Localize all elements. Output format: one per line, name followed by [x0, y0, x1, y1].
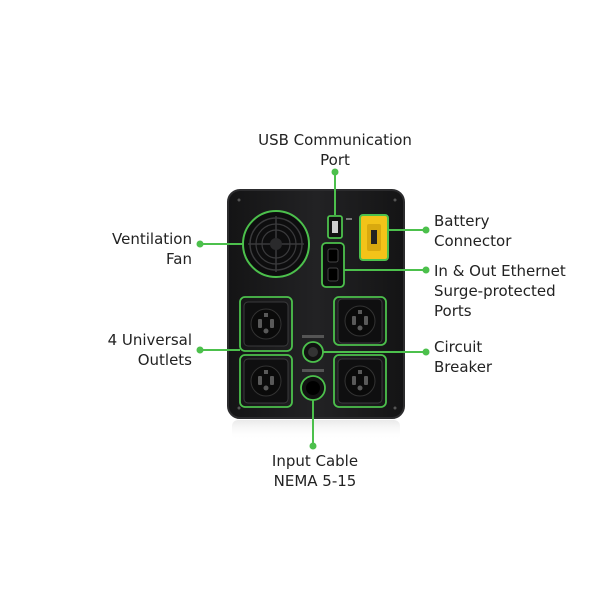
power-cable-icon	[300, 369, 326, 401]
usb-port-icon	[327, 215, 352, 239]
circuit-breaker-icon	[302, 335, 324, 363]
callout-dot-usb	[331, 168, 339, 176]
device-screw	[393, 406, 397, 410]
battery-connector-icon	[359, 214, 389, 261]
label-usb-communication-port: USB Communication Port	[258, 131, 412, 169]
callout-dot-battery	[422, 226, 430, 234]
callout-dot-outlets	[196, 346, 204, 354]
universal-outlet-icon	[239, 296, 293, 352]
callout-dot-breaker	[422, 348, 430, 356]
device-edge	[227, 189, 405, 419]
label-battery-connector: Battery Connector	[434, 212, 512, 250]
device-screw	[393, 198, 397, 202]
device-reflection	[232, 420, 400, 440]
universal-outlet-icon	[333, 296, 387, 346]
callout-lines	[196, 168, 430, 450]
universal-outlet-icon	[239, 354, 293, 408]
label-input-cable: Input Cable NEMA 5-15	[271, 452, 359, 490]
universal-outlet-icon	[333, 354, 387, 408]
label-ventilation-fan: Ventilation Fan	[112, 230, 192, 268]
fan-icon	[242, 210, 310, 278]
label-ethernet-ports: In & Out Ethernet Surge-protected Ports	[434, 262, 566, 320]
ethernet-port-icon	[321, 242, 345, 288]
device-screw	[237, 198, 241, 202]
label-universal-outlets: 4 Universal Outlets	[107, 331, 192, 369]
callout-dot-ethernet	[422, 266, 430, 274]
device-screw	[237, 406, 241, 410]
callout-dot-input	[309, 442, 317, 450]
callout-dot-fan	[196, 240, 204, 248]
label-circuit-breaker: Circuit Breaker	[434, 338, 493, 376]
